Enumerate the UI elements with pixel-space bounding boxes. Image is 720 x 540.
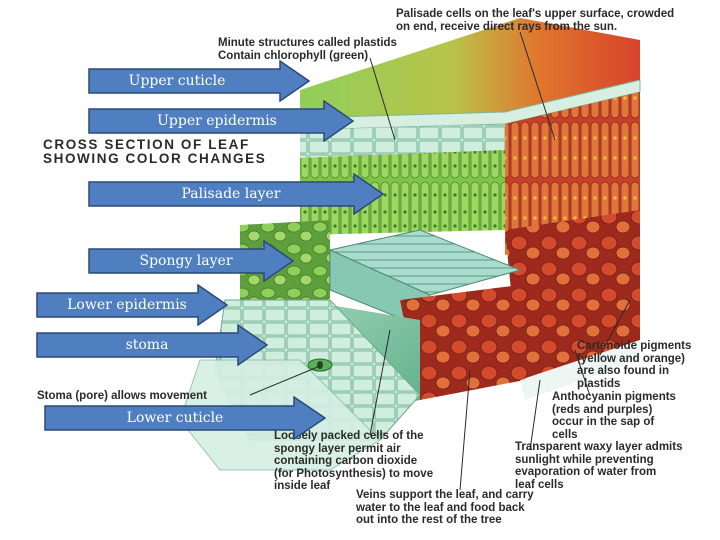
caption-stoma-pore: Stoma (pore) allows movement: [37, 390, 207, 402]
diagram-title: CROSS SECTION OF LEAF SHOWING COLOR CHAN…: [43, 137, 267, 166]
pointer-lines: [249, 31, 631, 491]
caption-veins: Veins support the leaf, and carry water …: [356, 489, 534, 526]
arrow-label-lower-epidermis: Lower epidermis: [67, 297, 187, 313]
caption-anthocyanin: Anthocyanin pigments (reds and purples) …: [552, 391, 676, 441]
arrow-lower-cuticle: Lower cuticle: [44, 396, 326, 440]
caption-cartenoide: Cartenoide pigments (yellow and orange) …: [577, 340, 692, 390]
arrow-right-icon: [88, 100, 354, 142]
caption-spongy-cells: Loosely packed cells of the spongy layer…: [274, 430, 434, 492]
leaf-waxy-layer: [520, 340, 640, 400]
arrow-label-palisade-layer: Palisade layer: [181, 186, 281, 202]
arrow-right-icon: [36, 284, 228, 326]
arrow-stoma: stoma: [36, 324, 268, 366]
arrow-right-icon: [36, 324, 268, 366]
arrow-right-icon: [88, 173, 384, 215]
arrow-label-stoma: stoma: [125, 337, 169, 353]
arrow-spongy-layer: Spongy layer: [88, 240, 294, 282]
leaf-upper-epidermis: [300, 124, 505, 158]
arrow-label-upper-epidermis: Upper epidermis: [157, 113, 277, 129]
arrow-lower-epidermis: Lower epidermis: [36, 284, 228, 326]
leaf-palisade-layer: [300, 150, 505, 235]
caption-plastids: Minute structures called plastids Contai…: [218, 37, 397, 62]
leaf-palisade-side: [505, 92, 640, 255]
arrow-right-icon: [88, 60, 310, 102]
arrow-label-lower-cuticle: Lower cuticle: [126, 410, 224, 426]
arrow-upper-epidermis: Upper epidermis: [88, 100, 354, 142]
leaf-side-red-cells: [505, 210, 640, 380]
arrow-right-icon: [44, 396, 326, 440]
arrow-label-upper-cuticle: Upper cuticle: [128, 73, 226, 89]
arrow-upper-cuticle: Upper cuticle: [88, 60, 310, 102]
caption-palisade-cells: Palisade cells on the leaf's upper surfa…: [396, 8, 675, 33]
leaf-spongy-red: [400, 285, 525, 400]
arrow-label-spongy-layer: Spongy layer: [139, 253, 233, 269]
caption-waxy-layer: Transparent waxy layer admits sunlight w…: [515, 441, 683, 491]
arrow-right-icon: [88, 240, 294, 282]
arrow-palisade-layer: Palisade layer: [88, 173, 384, 215]
